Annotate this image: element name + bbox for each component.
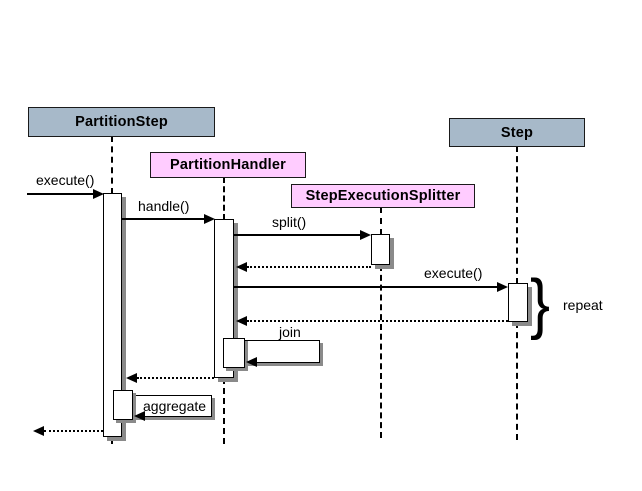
selfcall-join-arrowhead-icon	[246, 357, 257, 367]
return-execute-arrowhead-icon	[33, 426, 44, 436]
message-execute1-line	[27, 193, 94, 195]
activation-stepexecutionsplitter	[371, 234, 390, 265]
actor-box-partitionhandler: PartitionHandler	[150, 152, 306, 178]
lifeline-partitionstep-upper	[111, 136, 113, 194]
lifeline-partitionstep-lower	[111, 437, 113, 444]
actor-label-partitionstep: PartitionStep	[75, 114, 168, 130]
selfcall-join-activation	[223, 338, 245, 368]
return-step-line	[247, 320, 508, 322]
lifeline-partitionhandler-lower	[223, 378, 225, 444]
message-split-arrowhead-icon	[360, 230, 371, 240]
lifeline-step-lower	[516, 322, 518, 440]
repeat-brace: }	[530, 265, 551, 341]
actor-label-step: Step	[500, 124, 534, 141]
selfcall-aggregate-label: aggregate	[143, 398, 207, 414]
actor-box-partitionstep: PartitionStep	[28, 107, 215, 137]
return-split-line	[247, 266, 371, 268]
actor-label-partitionhandler: PartitionHandler	[170, 157, 286, 173]
selfcall-join-loop	[245, 340, 320, 363]
message-handle-arrowhead-icon	[204, 214, 215, 224]
lifeline-step-upper	[516, 146, 518, 284]
message-execute2-label: execute()	[424, 265, 483, 281]
actor-box-stepexecutionsplitter: StepExecutionSplitter	[291, 184, 475, 208]
message-execute1-label: execute()	[36, 172, 95, 188]
selfcall-join-label: join	[279, 324, 301, 340]
message-handle-label: handle()	[138, 198, 190, 214]
actor-label-stepexecutionsplitter: StepExecutionSplitter	[305, 188, 461, 204]
lifeline-partitionhandler-upper	[223, 177, 225, 220]
return-split-arrowhead-icon	[236, 262, 247, 272]
lifeline-stepexecutionsplitter-upper	[380, 207, 382, 235]
return-handle-line	[137, 377, 214, 379]
selfcall-aggregate-arrowhead-icon	[134, 411, 145, 421]
return-execute-line	[44, 430, 103, 432]
message-execute2-line	[234, 286, 498, 288]
message-split-label: split()	[272, 214, 307, 230]
message-execute1-arrowhead-icon	[93, 189, 104, 199]
lifeline-stepexecutionsplitter-lower	[380, 265, 382, 438]
activation-step	[508, 283, 528, 322]
activation-partitionstep	[103, 193, 122, 437]
actor-box-step: Step	[449, 118, 585, 147]
selfcall-aggregate-loop	[133, 395, 212, 417]
message-execute2-arrowhead-icon	[497, 282, 508, 292]
repeat-label: repeat	[563, 297, 603, 313]
selfcall-aggregate-activation	[113, 390, 133, 420]
message-split-line	[234, 234, 361, 236]
return-handle-arrowhead-icon	[126, 373, 137, 383]
message-handle-line	[122, 218, 205, 220]
return-step-arrowhead-icon	[236, 316, 247, 326]
